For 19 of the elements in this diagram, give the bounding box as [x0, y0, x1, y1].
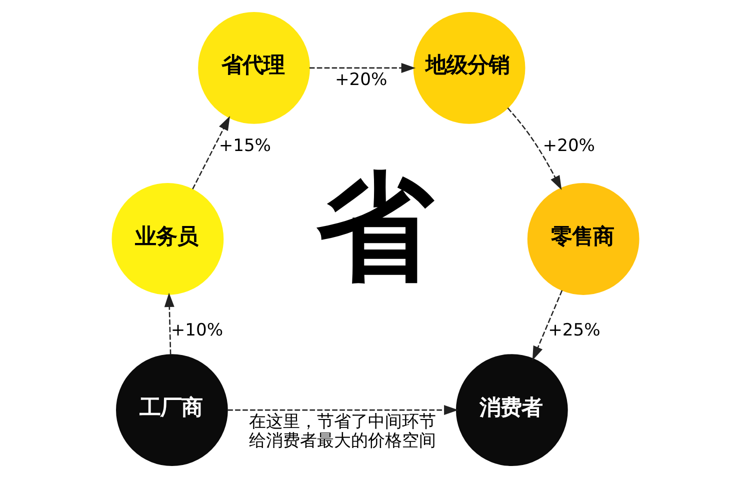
node-circle: 省代理 — [198, 12, 310, 124]
arrow — [192, 116, 230, 190]
arrow — [308, 62, 416, 73]
node-circle: 消费者 — [455, 354, 568, 466]
label: 省 — [316, 158, 433, 296]
edge-label: 在这里，节省了中间环节给消费者最大的价格空间 — [248, 412, 436, 452]
node-circle: 零售商 — [526, 183, 639, 295]
arrow — [506, 108, 562, 190]
edge-label: +20% — [542, 136, 595, 156]
node-circle: 地级分销 — [412, 12, 525, 124]
edge-label: +20% — [334, 70, 387, 90]
node-circle: 业务员 — [111, 183, 224, 295]
node-circle: 工厂商 — [116, 354, 228, 466]
arrow — [532, 290, 562, 361]
arrow — [164, 292, 174, 355]
arrow — [227, 405, 458, 416]
edge-label: +25% — [548, 320, 600, 340]
edge-label: +15% — [218, 136, 271, 156]
edge-label: +10% — [170, 320, 223, 340]
